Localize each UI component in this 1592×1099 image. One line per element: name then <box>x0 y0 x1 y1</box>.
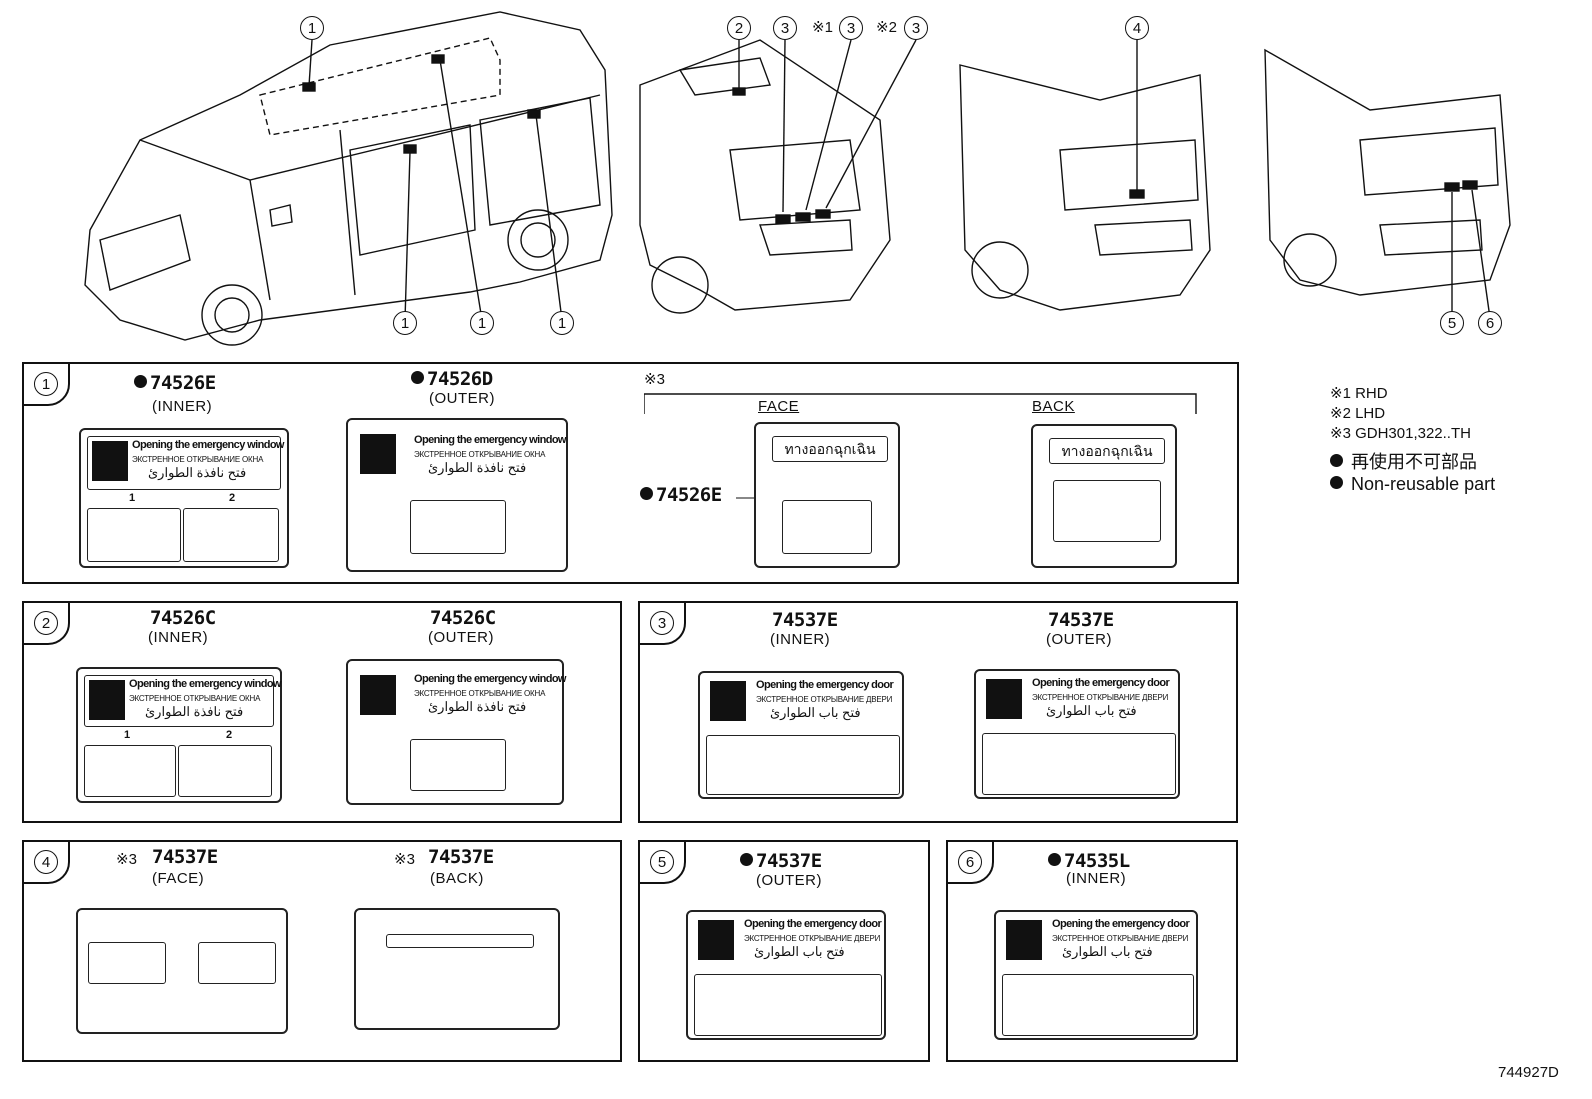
callout-1: 1 <box>470 311 494 335</box>
panel-5-tag: 5 <box>650 850 674 874</box>
legend-lhd: ※2 LHD <box>1330 405 1386 422</box>
back-label: BACK <box>1032 398 1075 415</box>
door-label-inner: Opening the emergency door ЭКСТРЕННОЕ ОТ… <box>698 671 904 799</box>
callout-4: 4 <box>1125 16 1149 40</box>
panel-6-tag: 6 <box>958 850 982 874</box>
part-number: 74526E <box>640 484 722 506</box>
ref-3-note: ※3 <box>394 851 415 868</box>
legend-non-reusable-jp: 再使用不可部品 <box>1330 448 1477 474</box>
callout-6: 6 <box>1478 311 1502 335</box>
part-number: 74526E <box>134 372 216 394</box>
part-number: 74537E <box>152 846 218 868</box>
callout-1: 1 <box>550 311 574 335</box>
door-label-inner: Opening the emergency door ЭКСТРЕННОЕ ОТ… <box>994 910 1198 1040</box>
callout-2: 2 <box>727 16 751 40</box>
panel-4: 4 ※3 74537E (FACE) ※3 74537E (BACK) <box>22 840 622 1062</box>
legend-gdh: ※3 GDH301,322..TH <box>1330 425 1471 442</box>
panel-4-tag: 4 <box>34 850 58 874</box>
part-number: 74526D <box>411 368 493 390</box>
position-label: (OUTER) <box>428 629 494 646</box>
position-label: (INNER) <box>770 631 831 648</box>
window-label-outer: Opening the emergency window ЭКСТРЕННОЕ … <box>346 418 568 572</box>
part-number: 74535L <box>1048 850 1130 872</box>
position-label: (INNER) <box>148 629 209 646</box>
panel-2: 2 74526C (INNER) 74526C (OUTER) Opening … <box>22 601 622 823</box>
handle-label-back <box>354 908 560 1030</box>
ref-3-note: ※3 <box>644 371 665 388</box>
figure-id: 744927D <box>1498 1064 1559 1081</box>
window-label-inner: Opening the emergency window ЭКСТРЕННОЕ … <box>76 667 282 803</box>
window-label-outer: Opening the emergency window ЭКСТРЕННОЕ … <box>346 659 566 805</box>
part-number: 74537E <box>772 609 838 631</box>
callout-1: 1 <box>300 16 324 40</box>
ref-1-note: ※1 <box>812 19 833 36</box>
position-label: (FACE) <box>152 870 205 887</box>
part-number: 74537E <box>1048 609 1114 631</box>
door-label-outer: Opening the emergency door ЭКСТРЕННОЕ ОТ… <box>686 910 886 1040</box>
panel-5: 5 74537E (OUTER) Opening the emergency d… <box>638 840 930 1062</box>
ref-2-note: ※2 <box>876 19 897 36</box>
position-label: (OUTER) <box>756 872 822 889</box>
panel-3: 3 74537E (INNER) 74537E (OUTER) Opening … <box>638 601 1238 823</box>
position-label: (OUTER) <box>429 390 495 407</box>
part-number: 74537E <box>428 846 494 868</box>
legend-non-reusable-en: Non-reusable part <box>1330 474 1495 495</box>
handle-label-face <box>76 908 288 1034</box>
face-label: FACE <box>758 398 800 415</box>
vehicle-illustrations <box>84 11 1511 346</box>
ref-3-note: ※3 <box>116 851 137 868</box>
window-label-inner: Opening the emergency window ЭКСТРЕННОЕ … <box>79 428 289 568</box>
panel-2-tag: 2 <box>34 611 58 635</box>
panel-6: 6 74535L (INNER) Opening the emergency d… <box>946 840 1238 1062</box>
position-label: (INNER) <box>152 398 213 415</box>
thai-label-face: ทางออกฉุกเฉิน <box>754 422 900 568</box>
callout-3: 3 <box>839 16 863 40</box>
position-label: (OUTER) <box>1046 631 1112 648</box>
panel-1-tag: 1 <box>34 372 58 396</box>
callout-1: 1 <box>393 311 417 335</box>
position-label: (INNER) <box>1066 870 1127 887</box>
thai-label-back: ทางออกฉุกเฉิน <box>1031 424 1177 568</box>
panel-3-tag: 3 <box>650 611 674 635</box>
legend-rhd: ※1 RHD <box>1330 385 1388 402</box>
door-label-outer: Opening the emergency door ЭКСТРЕННОЕ ОТ… <box>974 669 1180 799</box>
callout-3: 3 <box>904 16 928 40</box>
position-label: (BACK) <box>430 870 484 887</box>
part-number: 74526C <box>150 607 216 629</box>
callout-3: 3 <box>773 16 797 40</box>
part-number: 74526C <box>430 607 496 629</box>
part-number: 74537E <box>740 850 822 872</box>
panel-1: 1 74526E (INNER) 74526D (OUTER) ※3 FACE … <box>22 362 1239 584</box>
callout-5: 5 <box>1440 311 1464 335</box>
